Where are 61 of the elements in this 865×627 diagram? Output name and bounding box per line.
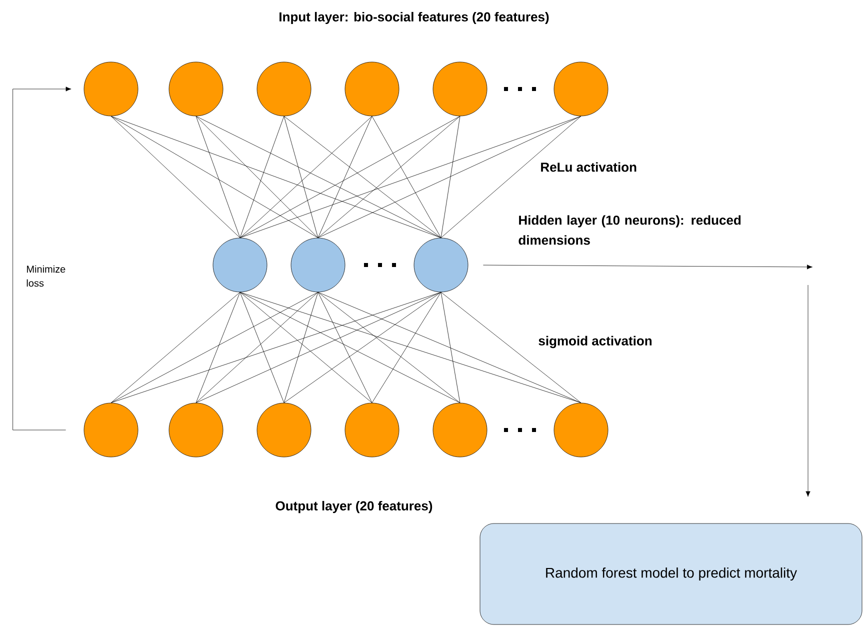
connection-line (240, 292, 460, 403)
hidden-neuron (290, 238, 346, 292)
connection-line (284, 292, 318, 403)
connection-line (318, 292, 460, 403)
connection-line (372, 292, 442, 403)
connection-line (440, 116, 582, 238)
neuron (168, 62, 224, 116)
connection-line (440, 292, 582, 403)
hidden-neuron (414, 238, 468, 292)
connection-line (318, 116, 460, 238)
layer-label: ReLu activation (541, 162, 636, 172)
connection-line (240, 292, 372, 403)
arrow (483, 264, 812, 270)
neuron (84, 62, 138, 116)
neuron (256, 62, 312, 116)
edge-label: Minimize loss (26, 265, 66, 287)
connection-line (110, 116, 240, 238)
layer-label: Input layer: bio-social features (20 features) (280, 12, 549, 24)
connection-line (196, 292, 318, 403)
connection-line (284, 116, 442, 238)
connection-line (440, 116, 460, 238)
connection-line (240, 292, 284, 403)
connection-line (318, 292, 372, 403)
arrow (806, 284, 810, 497)
connection-line (284, 292, 442, 403)
neuron (432, 402, 488, 458)
connection-line (110, 292, 442, 403)
connection-line (240, 292, 582, 403)
connection-line (240, 116, 284, 238)
neuron (84, 402, 138, 458)
neuron (256, 402, 312, 458)
connection-line (318, 292, 582, 403)
connection-line (110, 116, 318, 238)
layer-label: Hidden layer (10 neurons): reduced dimensions (518, 215, 741, 245)
neuron (344, 62, 400, 116)
hidden-neuron (212, 238, 268, 292)
connection-line (440, 292, 460, 403)
connection-line (318, 116, 372, 238)
connection-line (240, 116, 460, 238)
neuron (554, 62, 608, 116)
neuron (554, 402, 608, 458)
connection-line (196, 292, 442, 403)
neuron (432, 62, 488, 116)
feedback-arrow (12, 86, 72, 430)
layer-label: sigmoid activation (538, 336, 652, 348)
connection-line (284, 116, 318, 238)
connection-line (196, 116, 442, 238)
connection-line (240, 116, 582, 238)
connection-line (240, 116, 372, 238)
layer-label: Output layer (20 features) (276, 500, 432, 514)
connection-line (196, 116, 240, 238)
connection-line (196, 116, 318, 238)
neuron (344, 402, 400, 458)
connection-line (110, 116, 442, 238)
connection-line (110, 292, 318, 403)
connection-line (318, 116, 582, 238)
connection-line (110, 292, 240, 403)
neuron (168, 402, 224, 458)
connection-line (372, 116, 442, 238)
model-box: Random forest model to predict mortality (480, 523, 862, 625)
connection-line (196, 292, 240, 403)
